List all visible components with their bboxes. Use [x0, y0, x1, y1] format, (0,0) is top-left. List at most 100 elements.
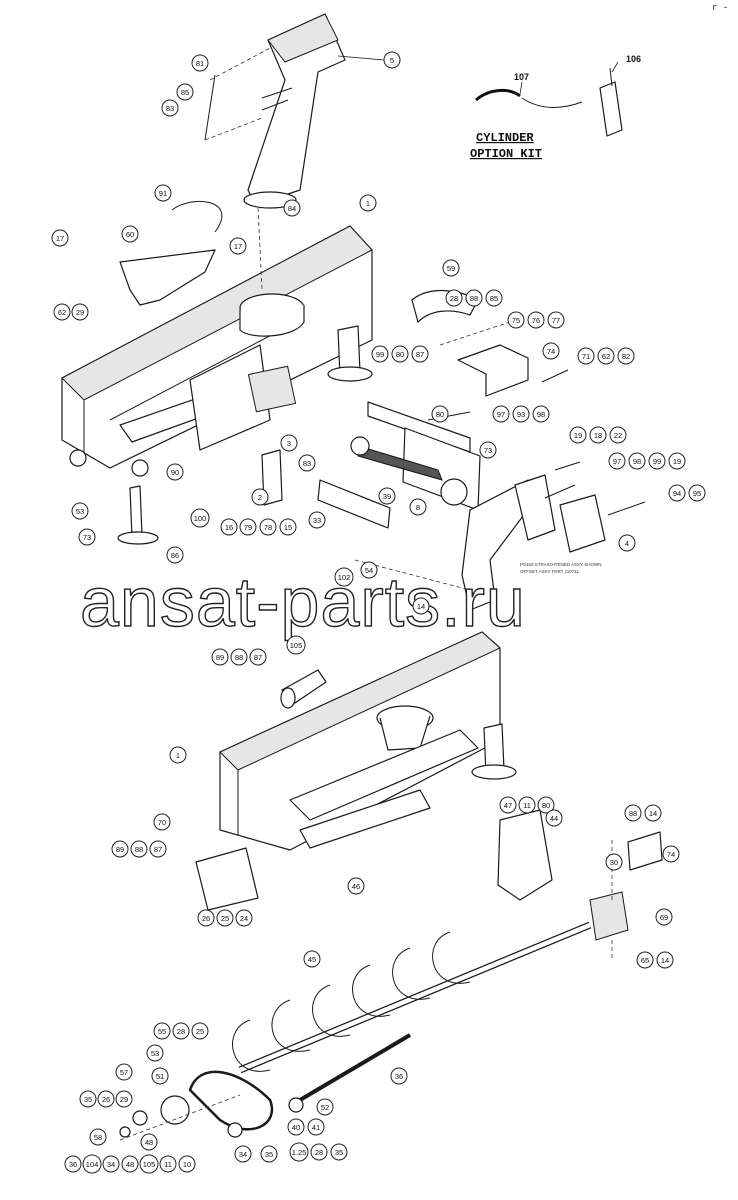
lower-assembly	[119, 631, 663, 1141]
callout-circle	[78, 528, 96, 546]
callout-circle	[492, 405, 510, 423]
part-callout: 105	[139, 1154, 159, 1174]
part-callout: 88	[465, 289, 483, 307]
callout-circle	[191, 1022, 209, 1040]
callout-number: 83	[166, 104, 174, 113]
deflector	[119, 249, 216, 306]
note-line-1: PS463 STRAIGHTENED ASSY SHOWN	[520, 562, 601, 567]
callout-number: 17	[234, 242, 242, 251]
callout-circle	[249, 648, 267, 666]
callout-circle	[178, 1155, 196, 1173]
callout-circle	[51, 229, 69, 247]
callout-circle	[303, 950, 321, 968]
callout-circle	[310, 1143, 328, 1161]
callout-circle	[648, 452, 666, 470]
callout-circle	[121, 225, 139, 243]
callout-circle	[229, 237, 247, 255]
callout-circle	[662, 845, 680, 863]
part-callout: 85	[485, 289, 503, 307]
callout-circle	[307, 1118, 325, 1136]
part-callout: 100	[190, 508, 210, 528]
callout-number: 22	[614, 431, 622, 440]
part-callout: 33	[308, 511, 326, 529]
part-callout: 74	[542, 342, 560, 360]
callout-number: 52	[321, 1103, 329, 1112]
part-callout: 48	[121, 1155, 139, 1173]
callout-number: 35	[265, 1150, 273, 1159]
callout-number: 1	[176, 751, 180, 760]
part-callout: 83	[298, 454, 316, 472]
callout-circle	[64, 1155, 82, 1173]
part-callout: 4	[618, 534, 636, 552]
part-callout: 97	[492, 405, 510, 423]
callout-number: 46	[352, 882, 360, 891]
part-callout: 80	[391, 345, 409, 363]
callout-circle	[97, 1090, 115, 1108]
callout-circle	[82, 1154, 102, 1174]
part-callout: 14	[656, 951, 674, 969]
callout-circle	[251, 488, 269, 506]
callout-number: 26	[202, 914, 210, 923]
callout-circle	[102, 1155, 120, 1173]
callout-circle	[445, 289, 463, 307]
part-callout: 74	[662, 845, 680, 863]
part-callout: 17	[229, 237, 247, 255]
callout-circle	[71, 303, 89, 321]
kit-part-107: 107	[514, 72, 529, 82]
callout-number: 60	[126, 230, 134, 239]
note-line-2: OFFSET ASSY PART 110711	[520, 569, 579, 574]
callout-number: 3	[287, 439, 291, 448]
part-callout: 86	[166, 546, 184, 564]
part-callout: 71	[577, 347, 595, 365]
part-callout: 55	[153, 1022, 171, 1040]
part-callout: 80	[431, 405, 449, 423]
callout-number: 89	[116, 845, 124, 854]
callout-circle	[89, 1128, 107, 1146]
part-callout: 85	[176, 83, 194, 101]
part-callout: 24	[235, 909, 253, 927]
callout-circle	[53, 303, 71, 321]
callout-number: 80	[396, 350, 404, 359]
part-callout: 95	[688, 484, 706, 502]
callout-number: 82	[622, 352, 630, 361]
part-callout: 34	[234, 1145, 252, 1163]
part-callout: 57	[115, 1063, 133, 1081]
callout-number: 2	[258, 493, 262, 502]
part-callout: 28	[172, 1022, 190, 1040]
callout-circle	[149, 840, 167, 858]
callout-number: 29	[76, 308, 84, 317]
callout-number: 15	[284, 523, 292, 532]
part-callout: 76	[527, 311, 545, 329]
callout-circle	[159, 1155, 177, 1173]
cable	[171, 200, 223, 233]
callout-circle	[211, 648, 229, 666]
callout-number: 104	[86, 1160, 99, 1169]
part-callout: 99	[648, 452, 666, 470]
callout-circle	[279, 518, 297, 536]
part-callout: 58	[89, 1128, 107, 1146]
callout-number: 40	[292, 1123, 300, 1132]
callout-number: 45	[308, 955, 316, 964]
callout-circle	[636, 951, 654, 969]
gearbox-69	[589, 891, 629, 941]
part-callout: 93	[512, 405, 530, 423]
callout-circle	[507, 311, 525, 329]
skid-shoe	[195, 847, 259, 911]
callout-number: 75	[512, 316, 520, 325]
callout-circle	[624, 804, 642, 822]
part-callout: 73	[78, 528, 96, 546]
callout-number: 35	[335, 1148, 343, 1157]
callout-circle	[512, 405, 530, 423]
callout-circle	[216, 909, 234, 927]
callout-circle	[668, 484, 686, 502]
part-callout: 89	[211, 648, 229, 666]
callout-number: 14	[417, 602, 425, 611]
callout-number: 80	[436, 410, 444, 419]
callout-number: 39	[383, 492, 391, 501]
callout-circle	[71, 502, 89, 520]
callout-circle	[139, 1154, 159, 1174]
part-callout: 98	[628, 452, 646, 470]
callout-circle	[169, 746, 187, 764]
callout-circle	[121, 1155, 139, 1173]
